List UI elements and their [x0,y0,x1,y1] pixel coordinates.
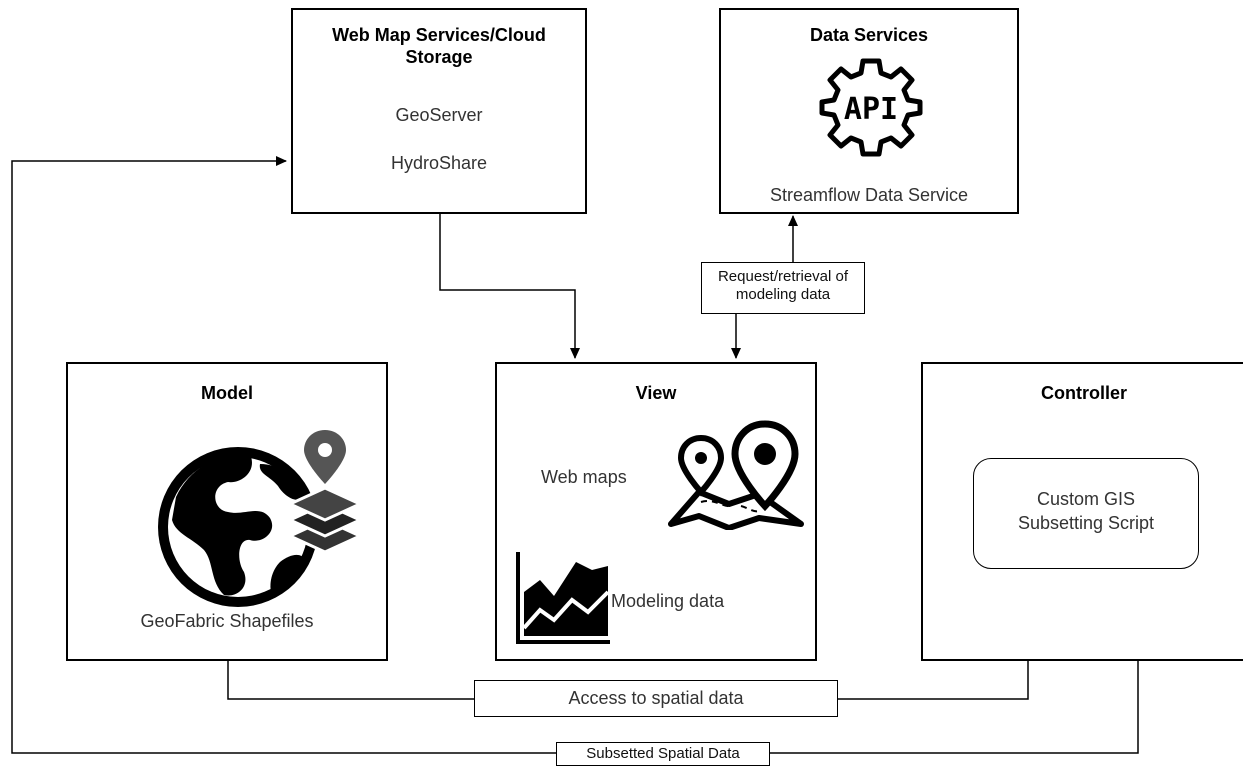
subsetting-script-box: Custom GIS Subsetting Script [973,458,1199,569]
controller-box: Controller Custom GIS Subsetting Script [921,362,1243,661]
api-gear-icon: API [819,58,923,157]
data-services-title: Data Services [809,25,929,45]
streamflow-data-service-label: Streamflow Data Service [769,185,969,205]
model-title: Model [201,383,253,403]
geoserver-label: GeoServer [395,105,483,125]
geofabric-caption: GeoFabric Shapefiles [140,611,314,631]
modeling-data-label: Modeling data [611,591,725,611]
view-title: View [635,383,677,403]
web-map-services-title: Web Map Services/Cloud Storage [332,25,546,67]
data-services-box: Data Services API Streamflow Data Servic… [719,8,1019,214]
access-spatial-data-label: Access to spatial data [474,680,838,717]
area-chart-icon [516,552,610,644]
web-map-services-box: Web Map Services/Cloud Storage GeoServer… [291,8,587,214]
subsetting-script-label: Custom GIS Subsetting Script [1017,489,1155,533]
globe-layers-icon [158,430,364,607]
api-icon-text: API [844,92,898,127]
web-maps-label: Web maps [541,467,627,487]
wms-to-view-connector [439,214,580,359]
hydroshare-label: HydroShare [390,153,488,173]
controller-title: Controller [1040,383,1127,403]
view-box: View Web maps Modeling data [495,362,817,661]
controller-to-wms-connector [11,156,1139,754]
model-box: Model GeoFabric Shapefiles [66,362,388,661]
subsetted-spatial-data-label: Subsetted Spatial Data [556,742,770,766]
request-retrieval-label: Request/retrieval of modeling data [701,262,865,314]
map-pins-icon [668,420,804,530]
